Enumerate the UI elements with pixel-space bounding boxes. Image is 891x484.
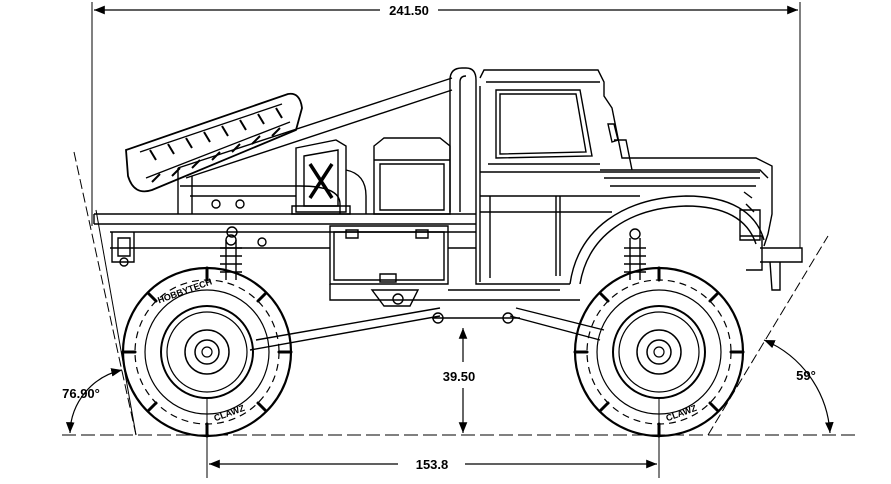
jerry-can	[291, 139, 367, 215]
rear-tire-brand: HOBBYTECH	[156, 276, 213, 305]
approach-angle-label: 76.90°	[62, 386, 100, 401]
overall-length-label: 241.50	[389, 3, 429, 18]
spare-tire	[125, 92, 303, 193]
side-toolbox	[329, 225, 449, 307]
overall-length-dimension: 241.50	[91, 2, 801, 248]
ground-clearance-dimension: 39.50	[443, 328, 476, 433]
wheelbase-label: 153.8	[416, 457, 449, 472]
wheelbase-dimension: 153.8	[206, 398, 660, 478]
departure-angle-dimension: 59°	[707, 235, 834, 436]
bed-frame	[93, 67, 477, 267]
approach-angle-dimension: 76.90°	[62, 151, 137, 436]
departure-angle-label: 59°	[796, 368, 816, 383]
ground-clearance-label: 39.50	[443, 369, 476, 384]
truck-cab	[475, 69, 803, 291]
chassis-suspension	[220, 228, 646, 351]
cargo-box	[373, 137, 451, 215]
